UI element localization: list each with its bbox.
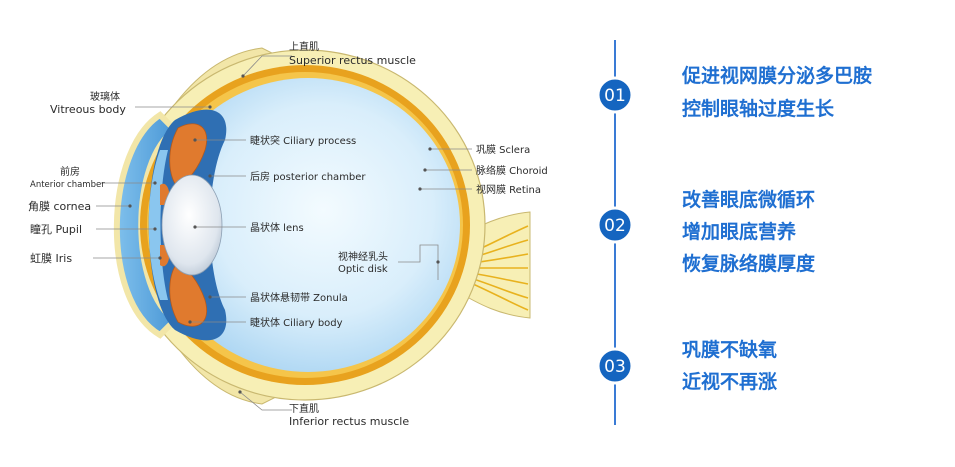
badge-01-number: 01 [604,86,626,106]
anatomy-labels: 上直肌 Superior rectus muscle 玻璃体 Vitreous … [28,40,548,428]
benefit-item-3: 03 巩膜不缺氧 近视不再涨 [596,338,777,393]
badge-03-number: 03 [604,357,626,377]
label-ciliary-process: 睫状突 Ciliary process [250,134,356,147]
label-superior-zh: 上直肌 [289,40,319,53]
label-anterior-en: Anterior chamber [30,180,105,190]
anterior-chamber-shape [148,150,168,300]
label-inferior-en: Inferior rectus muscle [289,415,409,428]
badge-02 [596,206,634,244]
benefit-1-line-1: 促进视网膜分泌多巴胺 [681,64,872,87]
label-vitreous-en: Vitreous body [50,103,126,116]
badge-01 [596,76,634,114]
label-vitreous-zh: 玻璃体 [90,90,120,103]
eye-anatomy [113,47,531,405]
label-sclera: 巩膜 Sclera [476,144,530,156]
benefit-2-line-1: 改善眼底微循环 [682,188,815,211]
benefit-3-line-1: 巩膜不缺氧 [682,338,777,361]
label-ciliary-body: 睫状体 Ciliary body [250,316,343,329]
benefits-panel: 01 促进视网膜分泌多巴胺 控制眼轴过度生长 02 改善眼底微循环 增加眼底营养… [596,40,872,425]
label-pupil: 瞳孔 Pupil [30,222,82,236]
benefit-item-1: 01 促进视网膜分泌多巴胺 控制眼轴过度生长 [596,64,872,120]
benefit-2-line-3: 恢复脉络膜厚度 [682,252,816,275]
label-anterior-zh: 前房 [60,165,80,178]
label-lens: 晶状体 lens [250,221,304,234]
badge-02-number: 02 [604,216,626,236]
benefit-2-line-2: 增加眼底营养 [682,220,796,243]
benefit-3-line-2: 近视不再涨 [682,370,777,393]
label-retina: 视网膜 Retina [476,183,541,196]
label-optic-en: Optic disk [338,264,388,275]
label-superior-en: Superior rectus muscle [289,54,416,67]
label-zonula: 晶状体悬韧带 Zonula [250,291,348,304]
vitreous-body-shape [156,78,460,372]
label-optic-zh: 视神经乳头 [338,250,388,263]
badge-03 [596,347,634,385]
benefit-item-2: 02 改善眼底微循环 增加眼底营养 恢复脉络膜厚度 [596,188,816,275]
label-inferior-zh: 下直肌 [289,402,319,415]
label-choroid: 脉络膜 Choroid [476,164,548,177]
label-posterior-chamber: 后房 posterior chamber [250,170,366,183]
cornea-shape [113,111,180,339]
leader-lines [93,55,472,411]
label-iris: 虹膜 Iris [30,252,72,265]
label-cornea: 角膜 cornea [28,200,91,213]
benefit-1-line-2: 控制眼轴过度生长 [682,97,835,120]
lens-shape [161,174,223,276]
